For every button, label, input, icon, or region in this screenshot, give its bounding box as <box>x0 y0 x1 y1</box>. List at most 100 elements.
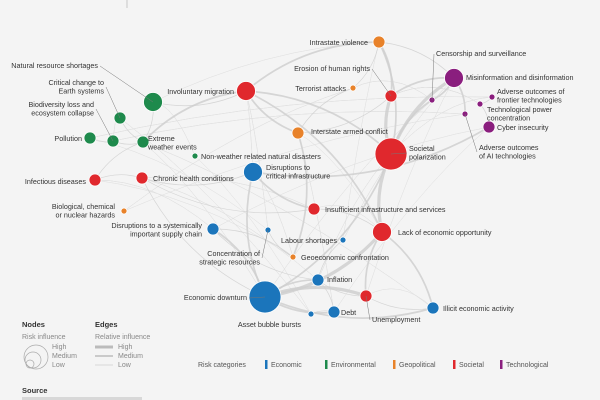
node-disruptions-infra[interactable] <box>243 162 263 182</box>
node-tech-power[interactable] <box>476 100 484 108</box>
node-lack-opportunity[interactable] <box>372 222 392 242</box>
node-insufficient-infra[interactable] <box>307 202 321 216</box>
node-infectious[interactable] <box>88 173 102 187</box>
node-label-non-weather: Non-weather related natural disasters <box>201 152 321 161</box>
legend-edge-low-label: Low <box>118 362 132 369</box>
node-geoeconomic[interactable] <box>289 253 297 261</box>
edge-cyber-disruptions_infra <box>252 126 490 178</box>
node-non-weather[interactable] <box>191 152 199 160</box>
node-pollution[interactable] <box>83 131 97 145</box>
node-involuntary-migration[interactable] <box>236 81 256 101</box>
legend-category-environmental-label: Environmental <box>331 362 376 369</box>
node-biological[interactable] <box>120 207 128 215</box>
node-label-chronic-health: Chronic health conditions <box>153 174 234 183</box>
legend-edges-subtitle: Relative influence <box>95 334 150 341</box>
edge-lack_opportunity-involuntary_migration <box>245 90 383 233</box>
edge-background <box>365 288 434 309</box>
node-interstate[interactable] <box>291 126 305 140</box>
edge-geoeconomic-disruptions_supply <box>212 228 294 258</box>
leader-line-unemployment <box>365 295 371 321</box>
source-text-cropped <box>22 397 142 400</box>
edge-interstate-erosion_rights <box>297 95 392 134</box>
edge-background <box>297 132 383 233</box>
legend-category-economic-label: Economic <box>271 362 302 369</box>
edge-background <box>365 288 434 309</box>
node-label-cyber: Cyber insecurity <box>497 123 549 132</box>
leader-line-adverse-ai <box>464 113 478 153</box>
edge-disruptions_supply-inflation <box>212 228 319 281</box>
edge-background <box>123 113 466 212</box>
node-label-censorship: Censorship and surveillance <box>436 49 526 58</box>
node-label-misinformation: Misinformation and disinformation <box>466 73 573 82</box>
edge-extreme_weather-infectious <box>94 141 144 181</box>
node-labour-shortages[interactable] <box>339 236 347 244</box>
edge-infectious-chronic_health <box>94 174 143 181</box>
node-label-lack-opportunity: Lack of economic opportunity <box>398 228 492 237</box>
edge-lack_opportunity-illicit_activity <box>381 231 434 309</box>
edge-background <box>390 87 481 105</box>
legend-node-high-label: High <box>52 344 67 351</box>
node-debt[interactable] <box>327 305 341 319</box>
node-label-interstate: Interstate armed conflict <box>311 127 388 136</box>
edge-societal_polarization-involuntary_migration <box>245 90 392 155</box>
node-label-geoeconomic: Geoeconomic confrontation <box>301 253 389 262</box>
node-cyber[interactable] <box>482 120 496 134</box>
leader-line-concentration <box>261 229 269 259</box>
legend-category-societal-swatch <box>453 360 456 369</box>
legend-category-environmental-swatch <box>325 360 328 369</box>
edge-background <box>141 177 319 281</box>
node-misinformation[interactable] <box>444 68 464 88</box>
edge-background <box>212 126 490 230</box>
edge-background <box>142 141 434 309</box>
node-label-illicit-activity: Illicit economic activity <box>443 304 514 313</box>
node-adverse-frontier[interactable] <box>488 93 496 101</box>
legend-category-technological-label: Technological <box>506 362 549 369</box>
leader-line-erosion-rights <box>371 68 392 97</box>
leader-line-societal-polarization <box>390 152 408 155</box>
node-label-pollution: Pollution <box>54 134 82 143</box>
leader-line-censorship <box>431 53 435 101</box>
node-asset-bubble[interactable] <box>307 310 315 318</box>
node-inflation[interactable] <box>311 273 325 287</box>
node-terrorist[interactable] <box>349 84 357 92</box>
legend-nodes-subtitle: Risk influence <box>22 334 66 341</box>
node-intrastate-violence[interactable] <box>372 35 386 49</box>
node-label-terrorist: Terrorist attacks <box>295 84 346 93</box>
edge-unemployment-illicit_activity <box>365 295 434 310</box>
node-chronic-health[interactable] <box>135 171 149 185</box>
node-extreme-weather[interactable] <box>136 135 150 149</box>
legend-category-geopolitical-label: Geopolitical <box>399 362 436 369</box>
node-label-inflation: Inflation <box>327 275 352 284</box>
source-title: Source <box>22 386 47 395</box>
edge-involuntary_migration-intrastate_violence <box>245 41 380 92</box>
node-disruptions-supply[interactable] <box>206 222 220 236</box>
node-illicit-activity[interactable] <box>426 301 440 315</box>
legend-node-medium-circle <box>24 351 42 369</box>
edge-economic_downturn-chronic_health <box>141 177 266 298</box>
legend: Nodes Risk influence High Medium Low Edg… <box>22 320 549 370</box>
edge-economic_downturn-disruptions_infra <box>246 171 266 298</box>
leader-line-critical-change <box>105 86 121 119</box>
node-label-infectious: Infectious diseases <box>25 177 87 186</box>
edge-disruptions_infra-chronic_health <box>141 171 254 186</box>
edge-chronic_health-insufficient_infra <box>141 177 315 214</box>
edge-background <box>333 126 490 313</box>
edge-background <box>94 179 214 230</box>
edge-background <box>141 176 315 210</box>
edge-background <box>123 87 354 212</box>
legend-categories-title: Risk categories <box>198 362 246 369</box>
edge-background <box>142 141 266 298</box>
legend-category-economic-swatch <box>265 360 268 369</box>
leader-line-economic-downturn <box>248 296 266 299</box>
